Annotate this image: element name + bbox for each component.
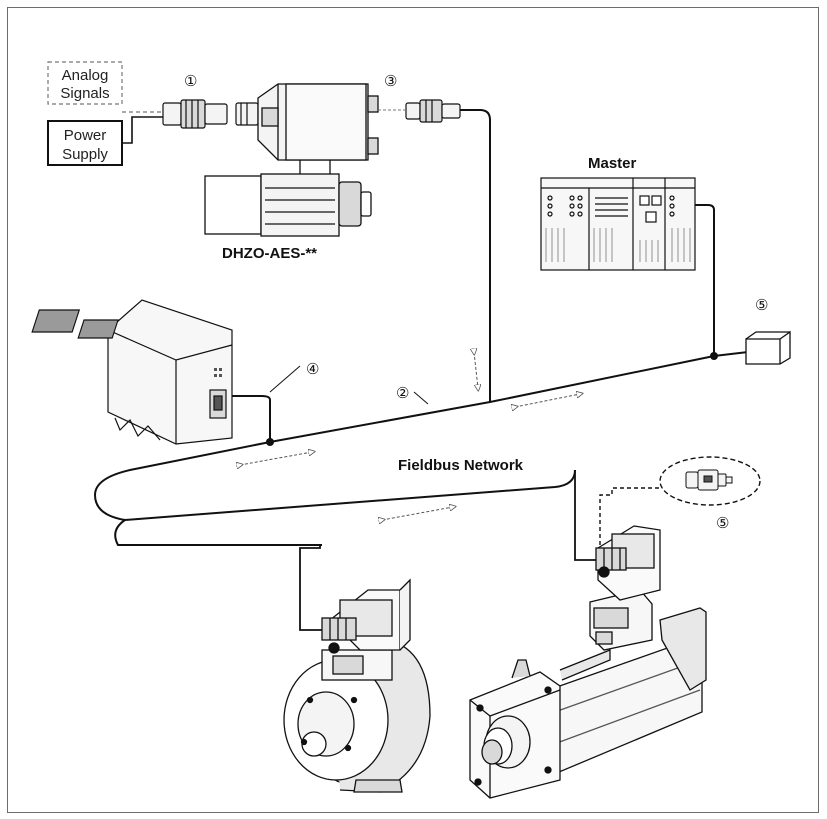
valve-model-label: DHZO-AES-** bbox=[222, 245, 317, 262]
node-dot bbox=[266, 438, 274, 446]
marker-5-bubble: ⑤ bbox=[716, 515, 729, 532]
right-actuator bbox=[469, 525, 707, 799]
marker-3: ③ bbox=[384, 73, 397, 90]
analog-signals-label-2: Signals bbox=[60, 85, 109, 102]
master-label: Master bbox=[588, 155, 637, 172]
marker-5-top: ⑤ bbox=[755, 297, 768, 314]
power-supply-label-1: Power bbox=[64, 127, 107, 144]
marker-2: ② bbox=[396, 385, 409, 402]
left-actuator bbox=[283, 578, 431, 793]
traffic-arrows bbox=[240, 352, 580, 520]
diagram-frame bbox=[7, 7, 819, 813]
node-dot bbox=[710, 352, 718, 360]
fieldbus-cable bbox=[93, 109, 791, 631]
analog-signals-box: Analog Signals bbox=[47, 61, 123, 105]
power-supply-box: Power Supply bbox=[47, 120, 123, 166]
module-4 bbox=[31, 299, 233, 445]
bubble-connector bbox=[685, 469, 733, 491]
terminator-5 bbox=[745, 330, 791, 365]
dashed-link-5 bbox=[599, 487, 665, 545]
analog-signals-label-1: Analog bbox=[62, 67, 109, 84]
master-plc bbox=[540, 177, 696, 271]
connector-3 bbox=[405, 99, 461, 123]
power-supply-label-2: Supply bbox=[62, 146, 108, 163]
network-label: Fieldbus Network bbox=[398, 457, 524, 474]
connector-1 bbox=[162, 99, 259, 129]
dhzo-valve bbox=[204, 83, 379, 237]
marker-1: ① bbox=[184, 73, 197, 90]
marker-4: ④ bbox=[306, 361, 319, 378]
